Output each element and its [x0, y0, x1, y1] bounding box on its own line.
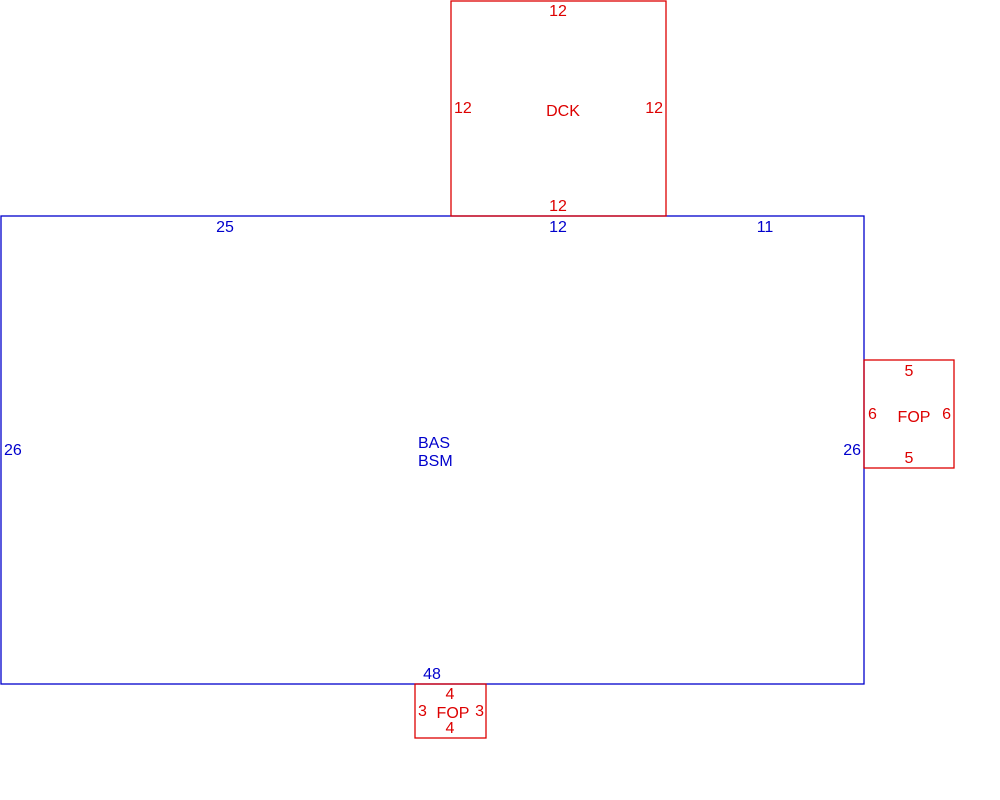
dim-dck-top: 12 [549, 3, 567, 20]
dim-bas-top-left: 25 [216, 219, 234, 236]
dim-fop-right-left: 6 [868, 406, 877, 423]
area-label-fop-right: FOP [898, 409, 931, 426]
dim-fop-bottom-left: 3 [418, 703, 427, 720]
area-fop-bottom: 4 3 3 4 FOP [414, 683, 487, 739]
dim-bas-top-mid: 12 [549, 219, 567, 236]
area-label-dck: DCK [546, 103, 580, 120]
dim-bas-left: 26 [4, 442, 22, 459]
area-label-bas: BAS [418, 435, 450, 452]
dim-fop-bottom-right: 3 [475, 703, 484, 720]
area-dck: 12 12 12 12 DCK [450, 0, 667, 217]
outline-fop-right [863, 359, 955, 469]
outline-dck [450, 0, 667, 217]
dim-dck-left: 12 [454, 100, 472, 117]
dim-dck-bottom: 12 [549, 198, 567, 215]
dim-fop-right-right: 6 [942, 406, 951, 423]
dim-dck-right: 12 [645, 100, 663, 117]
dim-fop-right-top: 5 [905, 363, 914, 380]
area-label-fop-bottom: FOP [437, 705, 470, 722]
dim-fop-right-bottom: 5 [905, 450, 914, 467]
outline-fop-bottom [414, 683, 487, 739]
area-fop-right: 5 6 6 5 FOP [863, 359, 955, 469]
area-bas: 25 12 11 26 26 48 BAS BSM [0, 215, 865, 685]
dim-fop-bottom-bottom: 4 [446, 720, 455, 737]
dim-bas-top-right: 11 [757, 219, 774, 236]
dim-bas-bottom: 48 [423, 666, 441, 683]
area-label-bsm: BSM [418, 453, 453, 470]
dim-bas-right: 26 [843, 442, 861, 459]
dim-fop-bottom-top: 4 [446, 686, 455, 703]
